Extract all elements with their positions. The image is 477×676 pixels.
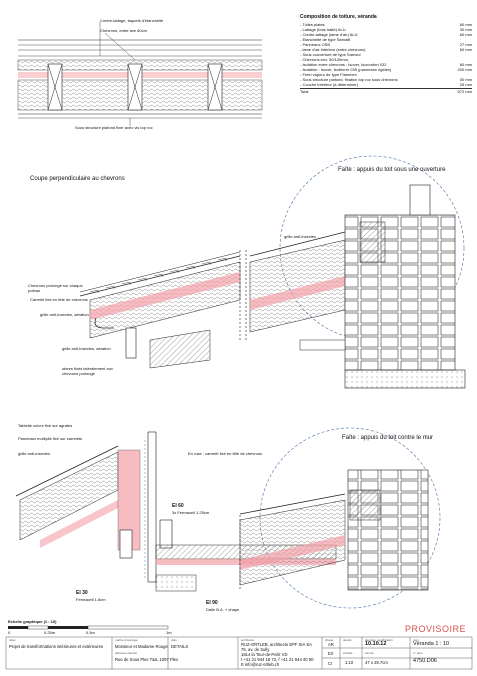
tb-ci: CI (328, 661, 333, 666)
tb-arch-1: RUZ-ORTLEB, architecte EPF SIA SA (241, 642, 312, 647)
title-faite-2: Faîte : appuis du toit contre le mur (342, 435, 434, 441)
composition-row: - Isolation : Isover, Isotherm 035 (pann… (300, 67, 472, 72)
middle-section-drawing (79, 155, 466, 389)
bottom-section-drawing (15, 427, 441, 609)
tb-format: 47 x 29.7cm (365, 660, 388, 665)
tb-h-date: dernière modification (365, 638, 393, 642)
tb-ex: EX (328, 651, 334, 656)
label-grille-3: grille anti-insectes, aération (62, 346, 111, 351)
composition-row: - Chevrons env. 90/120mm, (300, 57, 350, 62)
top-plan-section (17, 22, 263, 126)
tb-h-adresse: adresse chantier (115, 651, 138, 655)
label-ei30: EI 30 (76, 590, 88, 596)
title-block-frame (5, 636, 473, 670)
tb-arch-3: 1814 la Tour-de-Peilz VD (241, 652, 288, 657)
tb-nom: Véranda 1 : 10 (413, 641, 450, 647)
tb-arch-5: E info@ruz-ortleb.ch (241, 662, 280, 667)
composition-row: - Isolation entre chevrons : Isover, Iso… (300, 62, 472, 67)
label-ei60-desc: 3x Fermacell 1.25cm (172, 510, 210, 515)
composition-row: - lame d'air intérieur (entre chevrons)6… (300, 47, 472, 52)
label-grille-2: grille anti-insectes, aération (40, 312, 89, 317)
composition-title: Composition de toiture, véranda (300, 14, 377, 20)
composition-row: - Etanchéité de type Sarnafil (300, 37, 351, 42)
tb-h-plan: plan (171, 638, 177, 642)
composition-row: - Sous structure plafond, fixation top r… (300, 77, 472, 82)
title-faite-1: Faîte : appuis du toit sous une ouvertur… (338, 167, 446, 173)
provisoire-stamp: PROVISOIRE (405, 624, 467, 634)
tb-h-objet: objet (9, 638, 16, 642)
composition-row: - Couche intérieur (à déterminer)25 mm (300, 82, 472, 87)
scale-tick-0: 0 (8, 630, 11, 635)
scale-title: Echelle graphique (1 : 10) (8, 619, 57, 624)
tb-numero: 4750.D06 (413, 658, 437, 664)
tb-details: DETAILS (171, 644, 189, 649)
tb-h-arch: architecte (241, 638, 255, 642)
tb-echelle: 1:10 (345, 660, 354, 665)
label-sous-structure: Sous structure plafond fixer avec vis to… (75, 125, 153, 130)
composition-row: - Frein vapeur de type Flammex (300, 72, 357, 77)
tb-projet: Projet de transformations intérieures et… (9, 644, 104, 649)
tb-h-dessin: dessin (343, 638, 352, 642)
label-ei90-desc: Dalle B.A. + chape (206, 607, 240, 612)
scale-tick-1: 0.25m (44, 630, 56, 635)
label-ei60: EI 60 (172, 503, 184, 509)
title-coupe: Coupe perpendiculaire au chevrons (30, 176, 125, 182)
tb-h-echelle: échelle (343, 651, 353, 655)
label-chevrons-prolonge: Chevrons prolongé sur chaque poteau (28, 283, 83, 293)
tb-h-nom: nom (413, 638, 419, 642)
tb-h-format: format (365, 651, 374, 655)
label-carrelet: Carrelet fixé en tête de chevrons (30, 297, 88, 302)
label-grille-1: grille anti-insectes (284, 234, 317, 239)
tb-h-phase: phase (325, 638, 334, 642)
label-en-rose: En rose : carrelet fixé en tête de chevr… (188, 451, 263, 456)
tb-h-maitre: maître d'ouvrage (115, 638, 138, 642)
tb-maitre: Monsieur et Madame Rouge (115, 644, 168, 649)
scale-bar (8, 625, 169, 630)
label-tablette: Tablette cuivre fixé sur agrafes (18, 423, 73, 428)
tb-h-num: n° plan (413, 651, 423, 655)
tb-arch-4: t +41 21 944 18 72, f +41 21 944 40 90 (241, 657, 314, 662)
tb-adresse: Rue de Sous Plex T&IL 1097 Plex (115, 657, 179, 662)
tb-phase: AR (328, 642, 334, 647)
label-ei30-desc: Fermacell 1.8cm (76, 597, 106, 602)
label-stores: stores fixés latéralement aux chevrons p… (62, 366, 113, 376)
label-ei90: EI 90 (206, 600, 218, 606)
scale-tick-3: 1m (166, 630, 172, 635)
label-grille-bottom: grille anti-insectes (18, 451, 51, 456)
tb-date: 10.10.12 (365, 641, 387, 647)
composition-row: - Sous couverture de type Sarnsol (300, 52, 361, 57)
label-panneaux: Panneaux multiplis fixé sur carrelets (18, 436, 83, 441)
label-contre-lattage: Contre-lattage, taquets d'étanchéité (100, 18, 164, 23)
label-chevrons: Chevrons, entre axe 60cm (100, 28, 147, 33)
tb-arch-2: 75, av. de Sully (241, 647, 270, 652)
composition-block: Composition de toiture, véranda - Tuiles… (300, 14, 475, 94)
scale-tick-2: 0.5m (86, 630, 95, 635)
